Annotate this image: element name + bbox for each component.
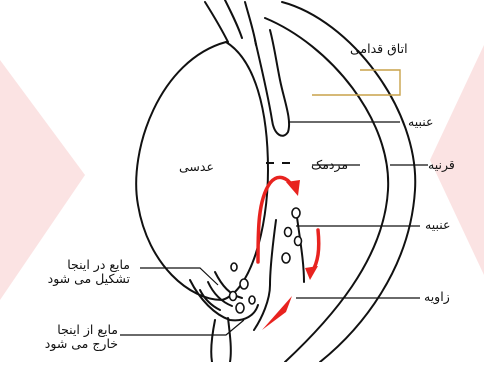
label-pupil: مردمک bbox=[311, 158, 348, 172]
label-fluid-exits-line1: مایع از اینجا bbox=[8, 323, 118, 337]
label-fluid-exits: مایع از اینجا خارج می شود bbox=[8, 323, 118, 351]
label-fluid-formed-line1: مایع در اینجا bbox=[20, 258, 130, 272]
cornea-outer bbox=[282, 2, 415, 362]
arrowhead-lower bbox=[305, 266, 318, 280]
arrowhead-upper bbox=[286, 180, 300, 196]
bottom-tissue bbox=[211, 318, 231, 362]
label-fluid-formed-line2: تشکیل می شود bbox=[20, 272, 130, 286]
label-iris-mid: عنبیه bbox=[425, 218, 450, 232]
flow-arrow-down bbox=[312, 230, 319, 272]
top-strokes bbox=[205, 0, 256, 45]
label-angle: زاویه bbox=[424, 290, 450, 304]
label-fluid-exits-line2: خارج می شود bbox=[8, 337, 118, 351]
label-iris-top: عنبیه bbox=[408, 115, 433, 129]
label-fluid-formed: مایع در اینجا تشکیل می شود bbox=[20, 258, 130, 286]
label-lens: عدسی bbox=[179, 160, 214, 174]
label-cornea: قرنیه bbox=[428, 158, 455, 172]
iris-upper bbox=[255, 30, 289, 136]
label-anterior-chamber: اتاق قدامی bbox=[350, 42, 408, 56]
